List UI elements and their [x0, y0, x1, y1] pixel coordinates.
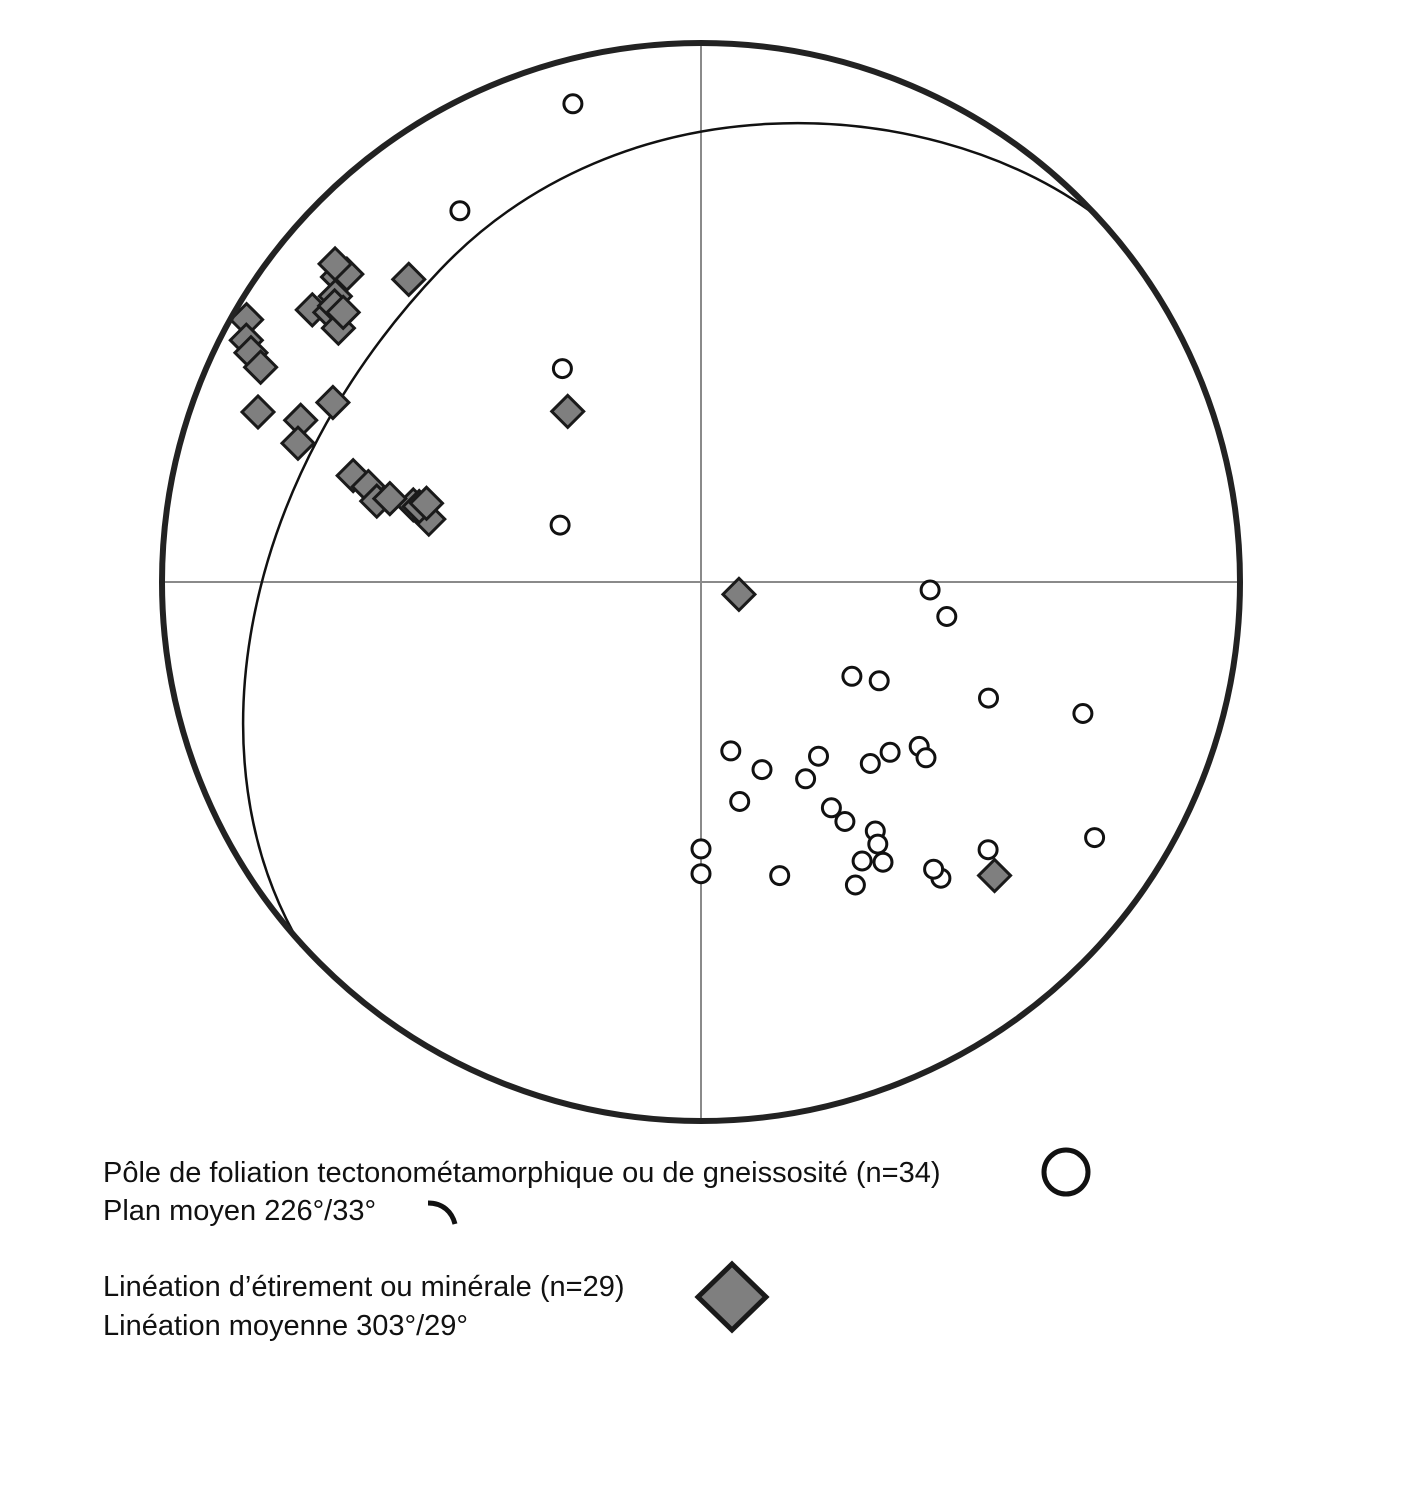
lineation-point [976, 857, 1013, 894]
pole-point [872, 851, 894, 873]
lineation-point [279, 425, 317, 462]
pole-point [923, 858, 945, 880]
lineation-point [242, 349, 279, 386]
legend-lineation-symbol [694, 1260, 770, 1334]
pole-point [795, 768, 817, 790]
pole-point [751, 759, 773, 781]
pole-point [820, 797, 842, 819]
pole-point [977, 839, 999, 861]
lineation-point [316, 245, 354, 283]
pole-point [562, 93, 584, 115]
pole-point [551, 358, 573, 380]
stereonet-frame [162, 44, 1240, 1121]
pole-point [844, 874, 866, 896]
pole-point [549, 514, 571, 536]
pole-point [879, 741, 901, 763]
primitive-circle [159, 40, 1243, 1124]
lineation-point [325, 294, 362, 331]
lineation-point [314, 384, 352, 421]
mean-plane-great-circle [241, 121, 1091, 947]
legend-pole-symbol [1041, 1147, 1091, 1197]
pole-point [1084, 827, 1106, 849]
lineation-point [239, 393, 277, 431]
pole-point [859, 753, 881, 774]
lineation-point [720, 576, 758, 613]
pole-point [808, 745, 829, 767]
pole-point [936, 606, 958, 627]
pole-point [690, 838, 712, 860]
pole-point [851, 850, 873, 872]
pole-point [690, 863, 712, 885]
legend-great-circle-symbol [427, 1200, 458, 1225]
legend-symbols [427, 1147, 1091, 1334]
pole-point [834, 811, 856, 832]
pole-point [915, 747, 937, 769]
pole-point [769, 865, 791, 887]
lineation-point [408, 485, 445, 522]
pole-point [867, 833, 889, 855]
foliation-poles [449, 93, 1106, 896]
lineation-point [390, 261, 427, 298]
pole-point [720, 740, 742, 762]
pole-point [449, 200, 471, 222]
lineation-point [549, 393, 586, 430]
pole-point [729, 791, 751, 812]
pole-point [868, 670, 890, 692]
pole-point [1072, 703, 1094, 724]
pole-point [841, 665, 863, 687]
lineation-points [228, 245, 1013, 894]
lineation-point [371, 480, 408, 517]
pole-point [919, 579, 941, 601]
pole-point [978, 687, 999, 709]
